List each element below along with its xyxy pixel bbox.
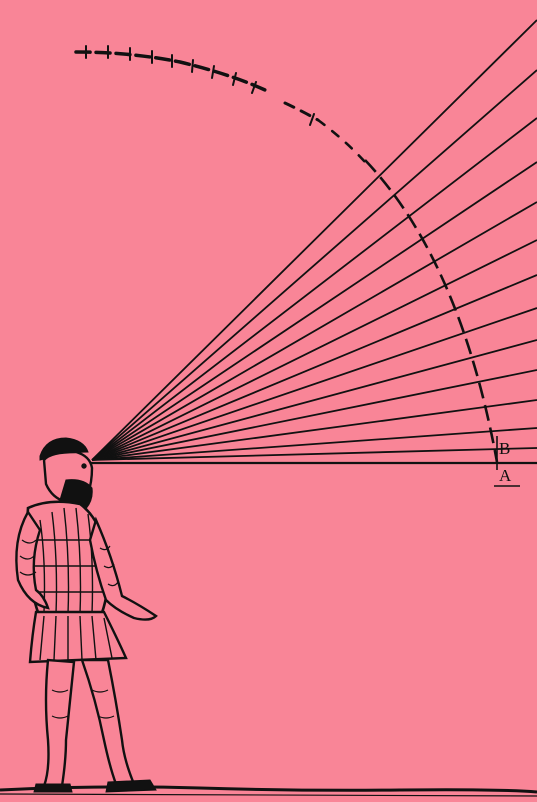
ground-line [0, 787, 537, 792]
label-a: A [499, 466, 512, 485]
eye [82, 464, 86, 468]
right-shoe [106, 780, 156, 792]
left-leg [44, 660, 74, 786]
left-shoe [34, 784, 72, 792]
observer-figure [16, 438, 156, 792]
measuring-arc [365, 160, 497, 462]
visual-rays [92, 20, 537, 460]
dashed-arc-scale [76, 46, 365, 162]
right-leg [82, 660, 134, 784]
label-b: B [499, 439, 510, 458]
